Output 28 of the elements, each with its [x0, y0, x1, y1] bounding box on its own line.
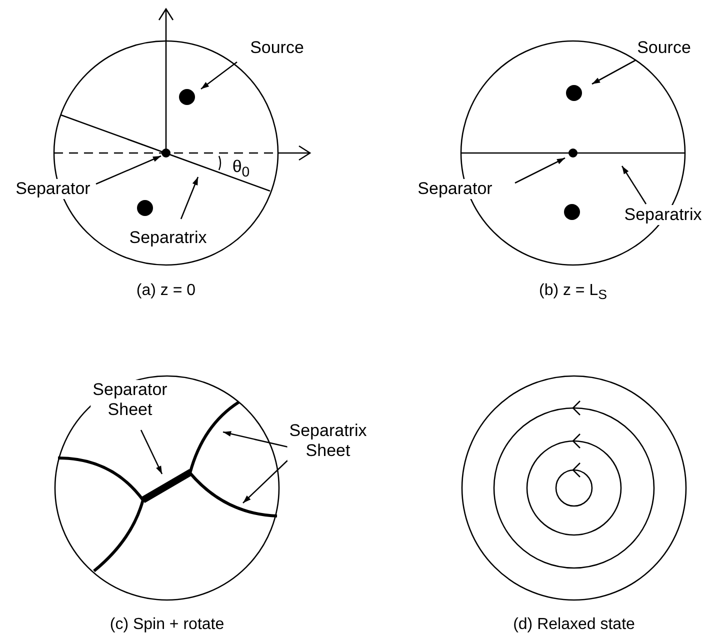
separator-point	[568, 148, 578, 158]
panel-caption: (c) Spin + rotate	[108, 615, 226, 635]
leader-arrow	[621, 166, 647, 204]
leader-arrow	[140, 430, 163, 474]
leader-arrow	[222, 431, 288, 448]
source-dot	[179, 89, 195, 105]
separatrix-sheet-curve	[188, 472, 278, 518]
angle-label: θ$_{0}$	[231, 157, 251, 182]
leader-arrow	[96, 155, 162, 185]
source-dot	[566, 85, 582, 101]
leader-arrow	[200, 61, 238, 90]
leader-arrow	[592, 59, 636, 85]
panel-caption: (b) z = L$_{S}$	[538, 281, 608, 304]
leader-arrow	[180, 176, 199, 220]
part-label: Separatrix	[622, 205, 704, 225]
part-label: Separator	[416, 179, 494, 199]
leader-arrow	[242, 460, 288, 504]
leader-arrow	[514, 157, 566, 184]
part-label: Separator	[14, 179, 92, 199]
separatrix-line	[461, 152, 685, 154]
panel-caption: (a) z = 0	[135, 281, 197, 301]
part-label: Separatrix	[127, 228, 209, 248]
separatrix-sheet-curve	[188, 400, 240, 474]
sink-dot	[137, 200, 153, 216]
sink-dot	[564, 204, 580, 220]
part-label: Separatrix Sheet	[287, 421, 369, 461]
separator-sheet	[141, 468, 193, 504]
panel-caption: (d) Relaxed state	[512, 615, 636, 635]
